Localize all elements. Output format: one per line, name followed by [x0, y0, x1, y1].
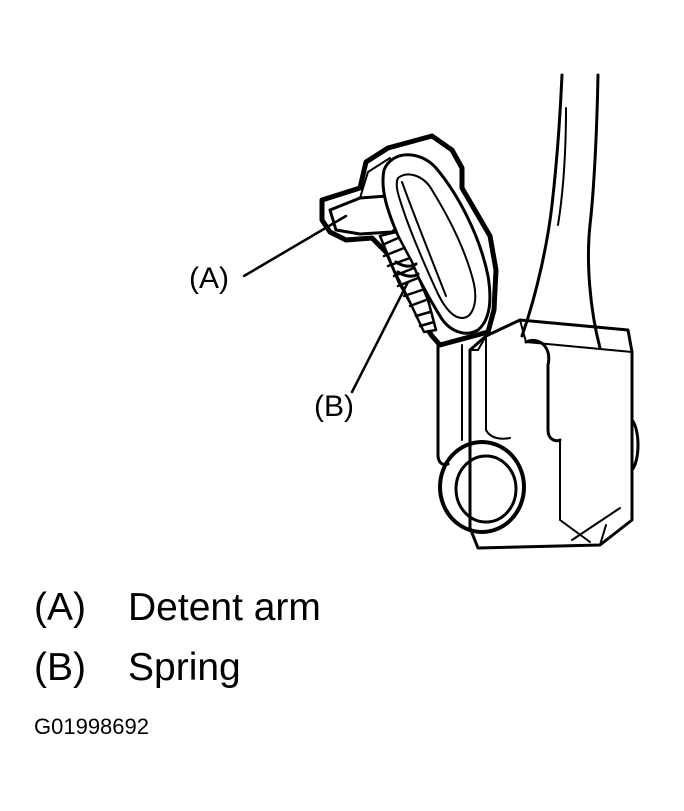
figure-id: G01998692: [34, 714, 149, 739]
legend-label-b: Spring: [128, 646, 241, 689]
callout-label-a: (A): [189, 262, 229, 295]
legend-label-a: Detent arm: [128, 586, 321, 629]
shaft: [520, 73, 602, 350]
leader-line-a: [242, 214, 348, 278]
housing-boss: [438, 440, 526, 534]
leader-lines: [242, 214, 410, 394]
leader-line-b: [350, 280, 410, 394]
detent-arm-illustration: [242, 73, 640, 550]
legend-key-a: (A): [34, 586, 86, 629]
legend-key-b: (B): [34, 646, 86, 689]
housing-block: [468, 318, 640, 550]
callout-label-b: (B): [314, 390, 354, 423]
